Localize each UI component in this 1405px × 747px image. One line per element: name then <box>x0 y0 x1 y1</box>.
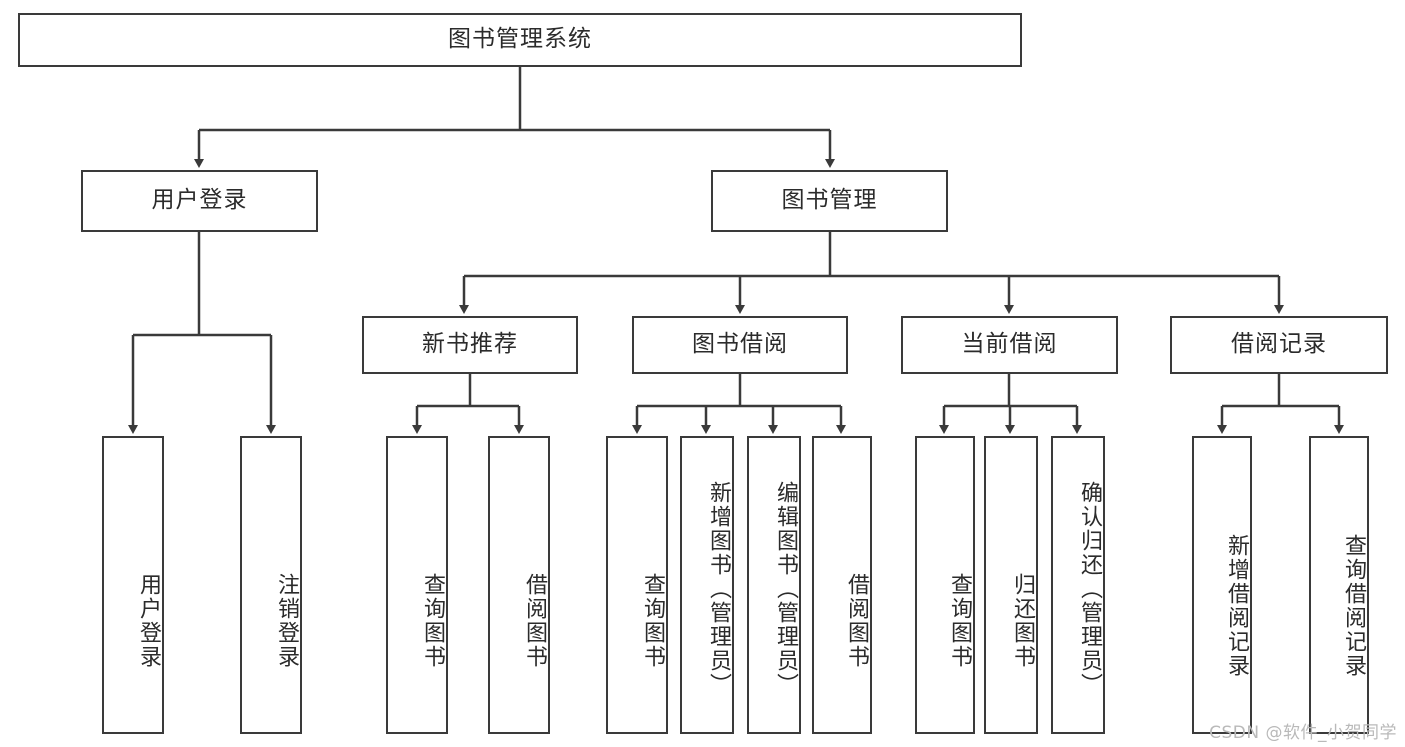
node-leaf-user-logout[interactable]: 注销登录 <box>240 436 302 734</box>
node-leaf-return-book[interactable]: 归还图书 <box>984 436 1038 734</box>
node-leaf-query-book-3-label: 查询图书 <box>947 573 972 669</box>
node-leaf-return-book-label: 归还图书 <box>1010 573 1035 669</box>
node-new-book-recommend-label: 新书推荐 <box>422 331 518 358</box>
node-leaf-user-login-label: 用户登录 <box>136 573 161 669</box>
node-leaf-edit-book[interactable]: 编辑图书（管理员） <box>747 436 801 734</box>
node-current-borrow[interactable]: 当前借阅 <box>901 316 1118 374</box>
node-book-borrow-label: 图书借阅 <box>692 331 788 358</box>
node-leaf-edit-book-label: 编辑图书（管理员） <box>773 481 798 697</box>
node-book-management[interactable]: 图书管理 <box>711 170 948 232</box>
node-leaf-user-logout-label: 注销登录 <box>274 573 299 669</box>
node-user-login[interactable]: 用户登录 <box>81 170 318 232</box>
node-leaf-query-book-3[interactable]: 查询图书 <box>915 436 975 734</box>
node-leaf-query-record-label: 查询借阅记录 <box>1341 534 1366 678</box>
node-leaf-user-login[interactable]: 用户登录 <box>102 436 164 734</box>
node-root-label: 图书管理系统 <box>448 26 592 53</box>
node-leaf-confirm-return-label: 确认归还（管理员） <box>1077 481 1102 697</box>
node-leaf-add-book-label: 新增图书（管理员） <box>706 481 731 697</box>
node-leaf-query-book-2[interactable]: 查询图书 <box>606 436 668 734</box>
node-current-borrow-label: 当前借阅 <box>961 331 1058 358</box>
node-leaf-add-book[interactable]: 新增图书（管理员） <box>680 436 734 734</box>
node-root[interactable]: 图书管理系统 <box>18 13 1022 67</box>
node-new-book-recommend[interactable]: 新书推荐 <box>362 316 578 374</box>
node-borrow-record-label: 借阅记录 <box>1231 331 1327 358</box>
node-user-login-label: 用户登录 <box>151 187 248 214</box>
node-leaf-borrow-book-1-label: 借阅图书 <box>522 573 547 669</box>
node-leaf-add-record-label: 新增借阅记录 <box>1224 534 1249 678</box>
node-leaf-query-book-1-label: 查询图书 <box>420 573 445 669</box>
node-leaf-borrow-book-2-label: 借阅图书 <box>844 573 869 669</box>
node-borrow-record[interactable]: 借阅记录 <box>1170 316 1388 374</box>
node-leaf-borrow-book-1[interactable]: 借阅图书 <box>488 436 550 734</box>
node-leaf-confirm-return[interactable]: 确认归还（管理员） <box>1051 436 1105 734</box>
node-book-borrow[interactable]: 图书借阅 <box>632 316 848 374</box>
node-leaf-query-record[interactable]: 查询借阅记录 <box>1309 436 1369 734</box>
node-leaf-query-book-1[interactable]: 查询图书 <box>386 436 448 734</box>
node-leaf-borrow-book-2[interactable]: 借阅图书 <box>812 436 872 734</box>
node-book-management-label: 图书管理 <box>781 187 878 214</box>
node-leaf-query-book-2-label: 查询图书 <box>640 573 665 669</box>
node-leaf-add-record[interactable]: 新增借阅记录 <box>1192 436 1252 734</box>
csdn-watermark: CSDN @软件_小贺同学 <box>1209 723 1397 743</box>
